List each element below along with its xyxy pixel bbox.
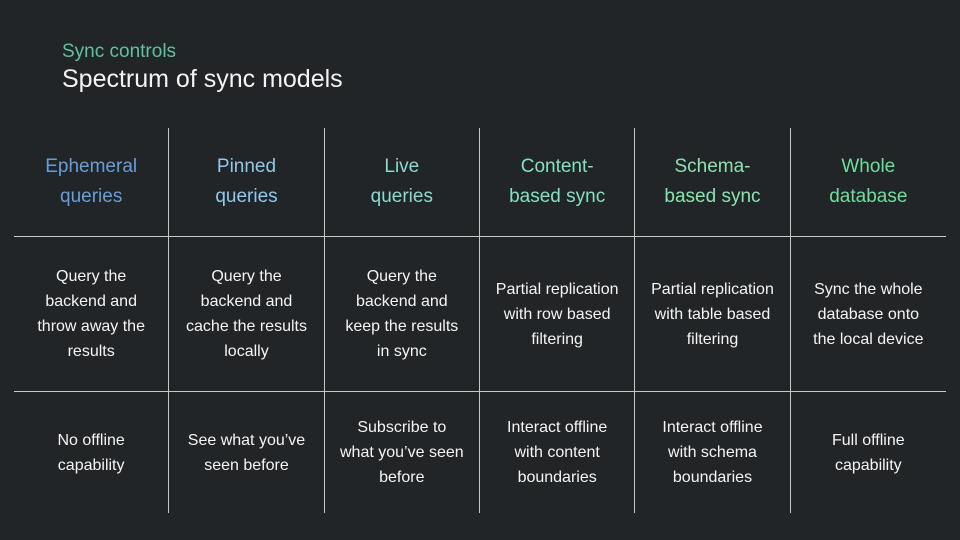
description-cell-ephemeral-queries: Query the backend and throw away the res… [14,237,170,392]
offline-cell-live-queries: Subscribe to what you’ve seen before [325,392,480,513]
offline-cell-pinned-queries: See what you’ve seen before [169,392,325,513]
header-cell-ephemeral-queries: Ephemeral queries [14,128,170,237]
description-cell-content-based-sync: Partial replication with row based filte… [479,237,636,392]
slide-eyebrow: Sync controls [62,41,177,62]
offline-cell-content-based-sync: Interact offline with content boundaries [480,392,636,513]
description-cell-whole-database: Sync the whole database onto the local d… [790,237,946,392]
header-cell-schema-based-sync: Schema- based sync [635,128,791,237]
header-cell-content-based-sync: Content- based sync [479,128,636,237]
header-cell-whole-database: Whole database [790,128,946,237]
header-cell-live-queries: Live queries [324,128,480,237]
description-cell-pinned-queries: Query the backend and cache the results … [169,237,325,392]
header-cell-pinned-queries: Pinned queries [169,128,325,237]
page-title: Spectrum of sync models [62,65,343,93]
offline-cell-ephemeral-queries: No offline capability [14,392,170,513]
offline-cell-schema-based-sync: Interact offline with schema boundaries [635,392,791,513]
sync-models-table: Ephemeral queries Pinned queries Live qu… [14,128,946,513]
offline-cell-whole-database: Full offline capability [832,431,905,474]
description-cell-live-queries: Query the backend and keep the results i… [324,237,480,392]
slide-title-block: Sync controls Spectrum of sync models [62,40,343,96]
description-cell-schema-based-sync: Partial replication with table based fil… [635,237,791,392]
